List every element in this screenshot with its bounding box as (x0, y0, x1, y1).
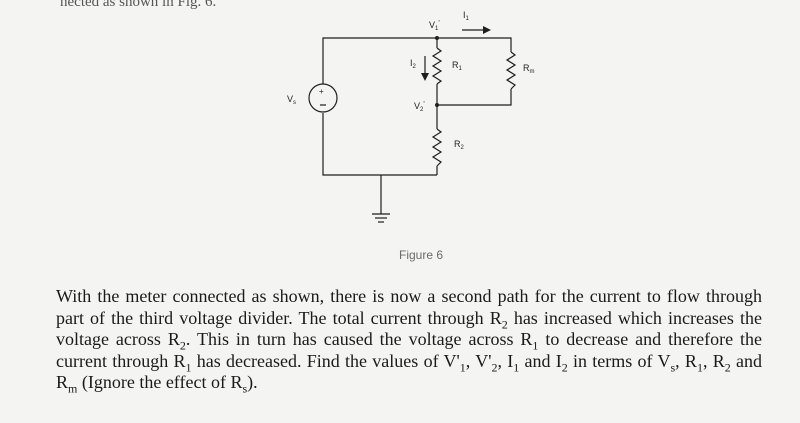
wire-left-top (322, 37, 512, 84)
label-i2: I2 (410, 58, 417, 70)
voltage-source-symbol (308, 83, 338, 113)
label-vs: Vs (287, 94, 296, 106)
label-v2-node: V2' (414, 101, 425, 113)
figure-caption: Figure 6 (399, 248, 444, 262)
top-text-fragment: nected as shown in Fig. 6. (60, 0, 217, 10)
label-r1: R1 (452, 60, 463, 72)
label-v1-node: V1' (429, 20, 440, 32)
resistor-r2 (431, 128, 443, 167)
wire-left-bottom (322, 113, 437, 176)
resistor-r1 (431, 47, 443, 85)
wire-rm-bottom (437, 89, 512, 106)
label-r2: R2 (454, 139, 465, 151)
circuit-diagram: + Vs V1' V2' I1 I2 R1 Rm R2 (287, 10, 535, 223)
node-v1-dot (435, 36, 439, 40)
source-plus-mark: + (319, 87, 324, 96)
arrow-i1-head (483, 26, 491, 34)
body-paragraph: With the meter connected as shown, there… (56, 286, 762, 396)
resistor-rm (505, 51, 517, 90)
label-rm: Rm (523, 63, 535, 75)
arrow-i2-head (421, 73, 429, 81)
label-i1: I1 (463, 10, 470, 22)
node-v2-dot (435, 103, 439, 107)
